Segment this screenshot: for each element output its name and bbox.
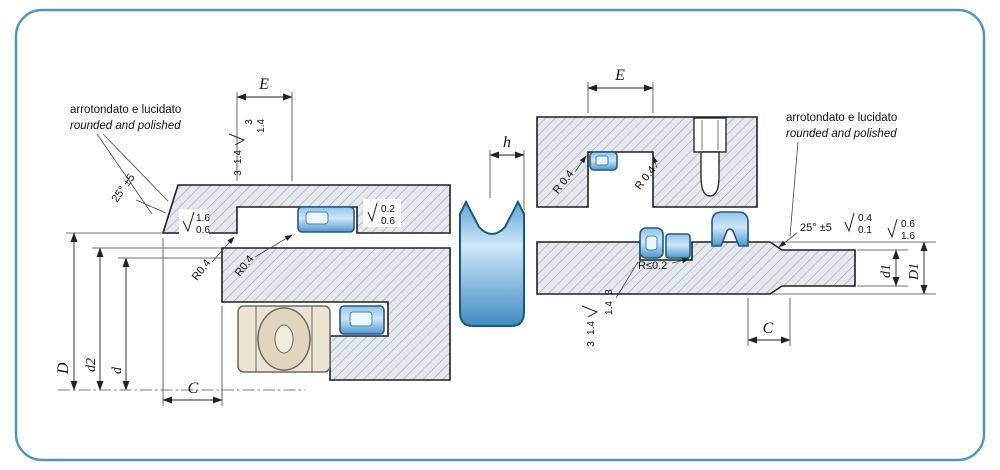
- plug-stem: [700, 151, 720, 197]
- roughness-value: 1.4: [256, 119, 267, 133]
- dim-label-E-left: E: [258, 76, 269, 93]
- leader-line: [615, 261, 639, 299]
- right-v-seal: [711, 211, 749, 247]
- left-roughness-top: 3 1.4 1.4 3: [228, 119, 267, 176]
- roughness-value: 0.4: [858, 213, 872, 224]
- right-view: E R 0.4 R 0.4 arrotondato e lucidato rou…: [536, 67, 936, 347]
- surface-finish-icon: [367, 202, 378, 223]
- roughness-value: 0.1: [858, 225, 872, 236]
- dim-label-D: D: [55, 362, 72, 375]
- surface-finish-icon: [887, 218, 898, 239]
- roughness-value: 1.4: [586, 321, 597, 335]
- roughness-value: 3: [604, 289, 615, 295]
- dim-label-C-left: C: [188, 380, 199, 397]
- leader-line: [96, 133, 153, 215]
- left-bore-roughness: 1.6 0.6: [179, 209, 210, 236]
- roughness-value: 3: [586, 341, 597, 347]
- roughness-value: 3: [244, 119, 255, 125]
- leader-line: [135, 199, 167, 214]
- dim-label-d: d: [110, 366, 125, 374]
- right-housing-seal-core: [595, 155, 609, 166]
- right-shaft-roughness: 0.4 0.1 0.6 1.6: [844, 212, 915, 242]
- leader-line: [102, 133, 169, 202]
- right-radius-note: R≤0.2: [638, 257, 690, 272]
- radius-label: R≤0.2: [638, 260, 667, 272]
- roughness-value: 1.4: [233, 150, 244, 164]
- roughness-value: 1.6: [901, 231, 915, 242]
- left-bearing: [237, 305, 331, 373]
- leader-line: [254, 234, 293, 258]
- roughness-value: 1.6: [196, 213, 210, 224]
- surface-finish-icon: [228, 133, 246, 146]
- left-note: arrotondato e lucidato rounded and polis…: [70, 104, 181, 215]
- leader-line: [671, 257, 690, 264]
- leader-line: [652, 155, 658, 169]
- roughness-value: 3: [233, 170, 244, 176]
- seal-dim-h: h: [489, 134, 525, 210]
- right-groove-roughness: 3 1.4 1.4 3: [581, 261, 639, 347]
- roughness-value: 1.4: [604, 301, 615, 315]
- left-dim-C: C: [162, 238, 223, 406]
- seal-profile: h: [459, 134, 525, 327]
- note-english: rounded and polished: [70, 120, 181, 132]
- dim-label-D1: D1: [907, 263, 922, 281]
- dim-label-E-right: E: [614, 67, 625, 84]
- right-backup-ring: [665, 233, 691, 259]
- leader-line: [574, 155, 587, 173]
- surface-finish-icon: [844, 212, 855, 233]
- surface-finish-icon: [182, 211, 195, 233]
- roughness-value: 0.6: [901, 219, 915, 230]
- note-english: rounded and polished: [786, 128, 897, 140]
- leader-line: [789, 141, 799, 237]
- right-diameter-dims: d1 D1: [772, 241, 936, 295]
- plug-head: [693, 117, 727, 153]
- right-angle-callout: 25° ±5: [778, 222, 832, 248]
- dim-label-h: h: [503, 134, 511, 151]
- note-italian: arrotondato e lucidato: [70, 104, 181, 116]
- angle-label: 25° ±5: [800, 222, 832, 234]
- roughness-value: 0.6: [381, 216, 395, 227]
- right-plug: [693, 117, 727, 197]
- surface-finish-icon: [581, 305, 599, 318]
- dim-label-C-right: C: [763, 320, 774, 337]
- right-groove-seal-core: [645, 235, 658, 251]
- left-groove-roughness: 0.2 0.6: [363, 199, 401, 227]
- left-dim-E: E: [236, 76, 293, 181]
- left-lower-seal-core: [349, 311, 373, 327]
- right-shaft-section: [536, 241, 856, 295]
- roughness-value: 0.6: [196, 225, 210, 236]
- note-italian: arrotondato e lucidato: [786, 112, 897, 124]
- bearing-core: [274, 324, 294, 354]
- dim-label-d2: d2: [84, 358, 99, 372]
- u-cup-seal-cross-section: [459, 199, 525, 327]
- left-groove-seal-core: [305, 211, 329, 225]
- leader-line: [778, 232, 798, 248]
- right-dim-C: C: [747, 298, 791, 346]
- right-dim-E: E: [587, 67, 654, 113]
- label-knockout: [363, 199, 401, 227]
- dim-label-d1: d1: [879, 264, 894, 278]
- left-diameter-dims: D d2 d: [55, 232, 222, 391]
- roughness-value: 0.2: [381, 204, 395, 215]
- right-note: arrotondato e lucidato rounded and polis…: [786, 112, 897, 237]
